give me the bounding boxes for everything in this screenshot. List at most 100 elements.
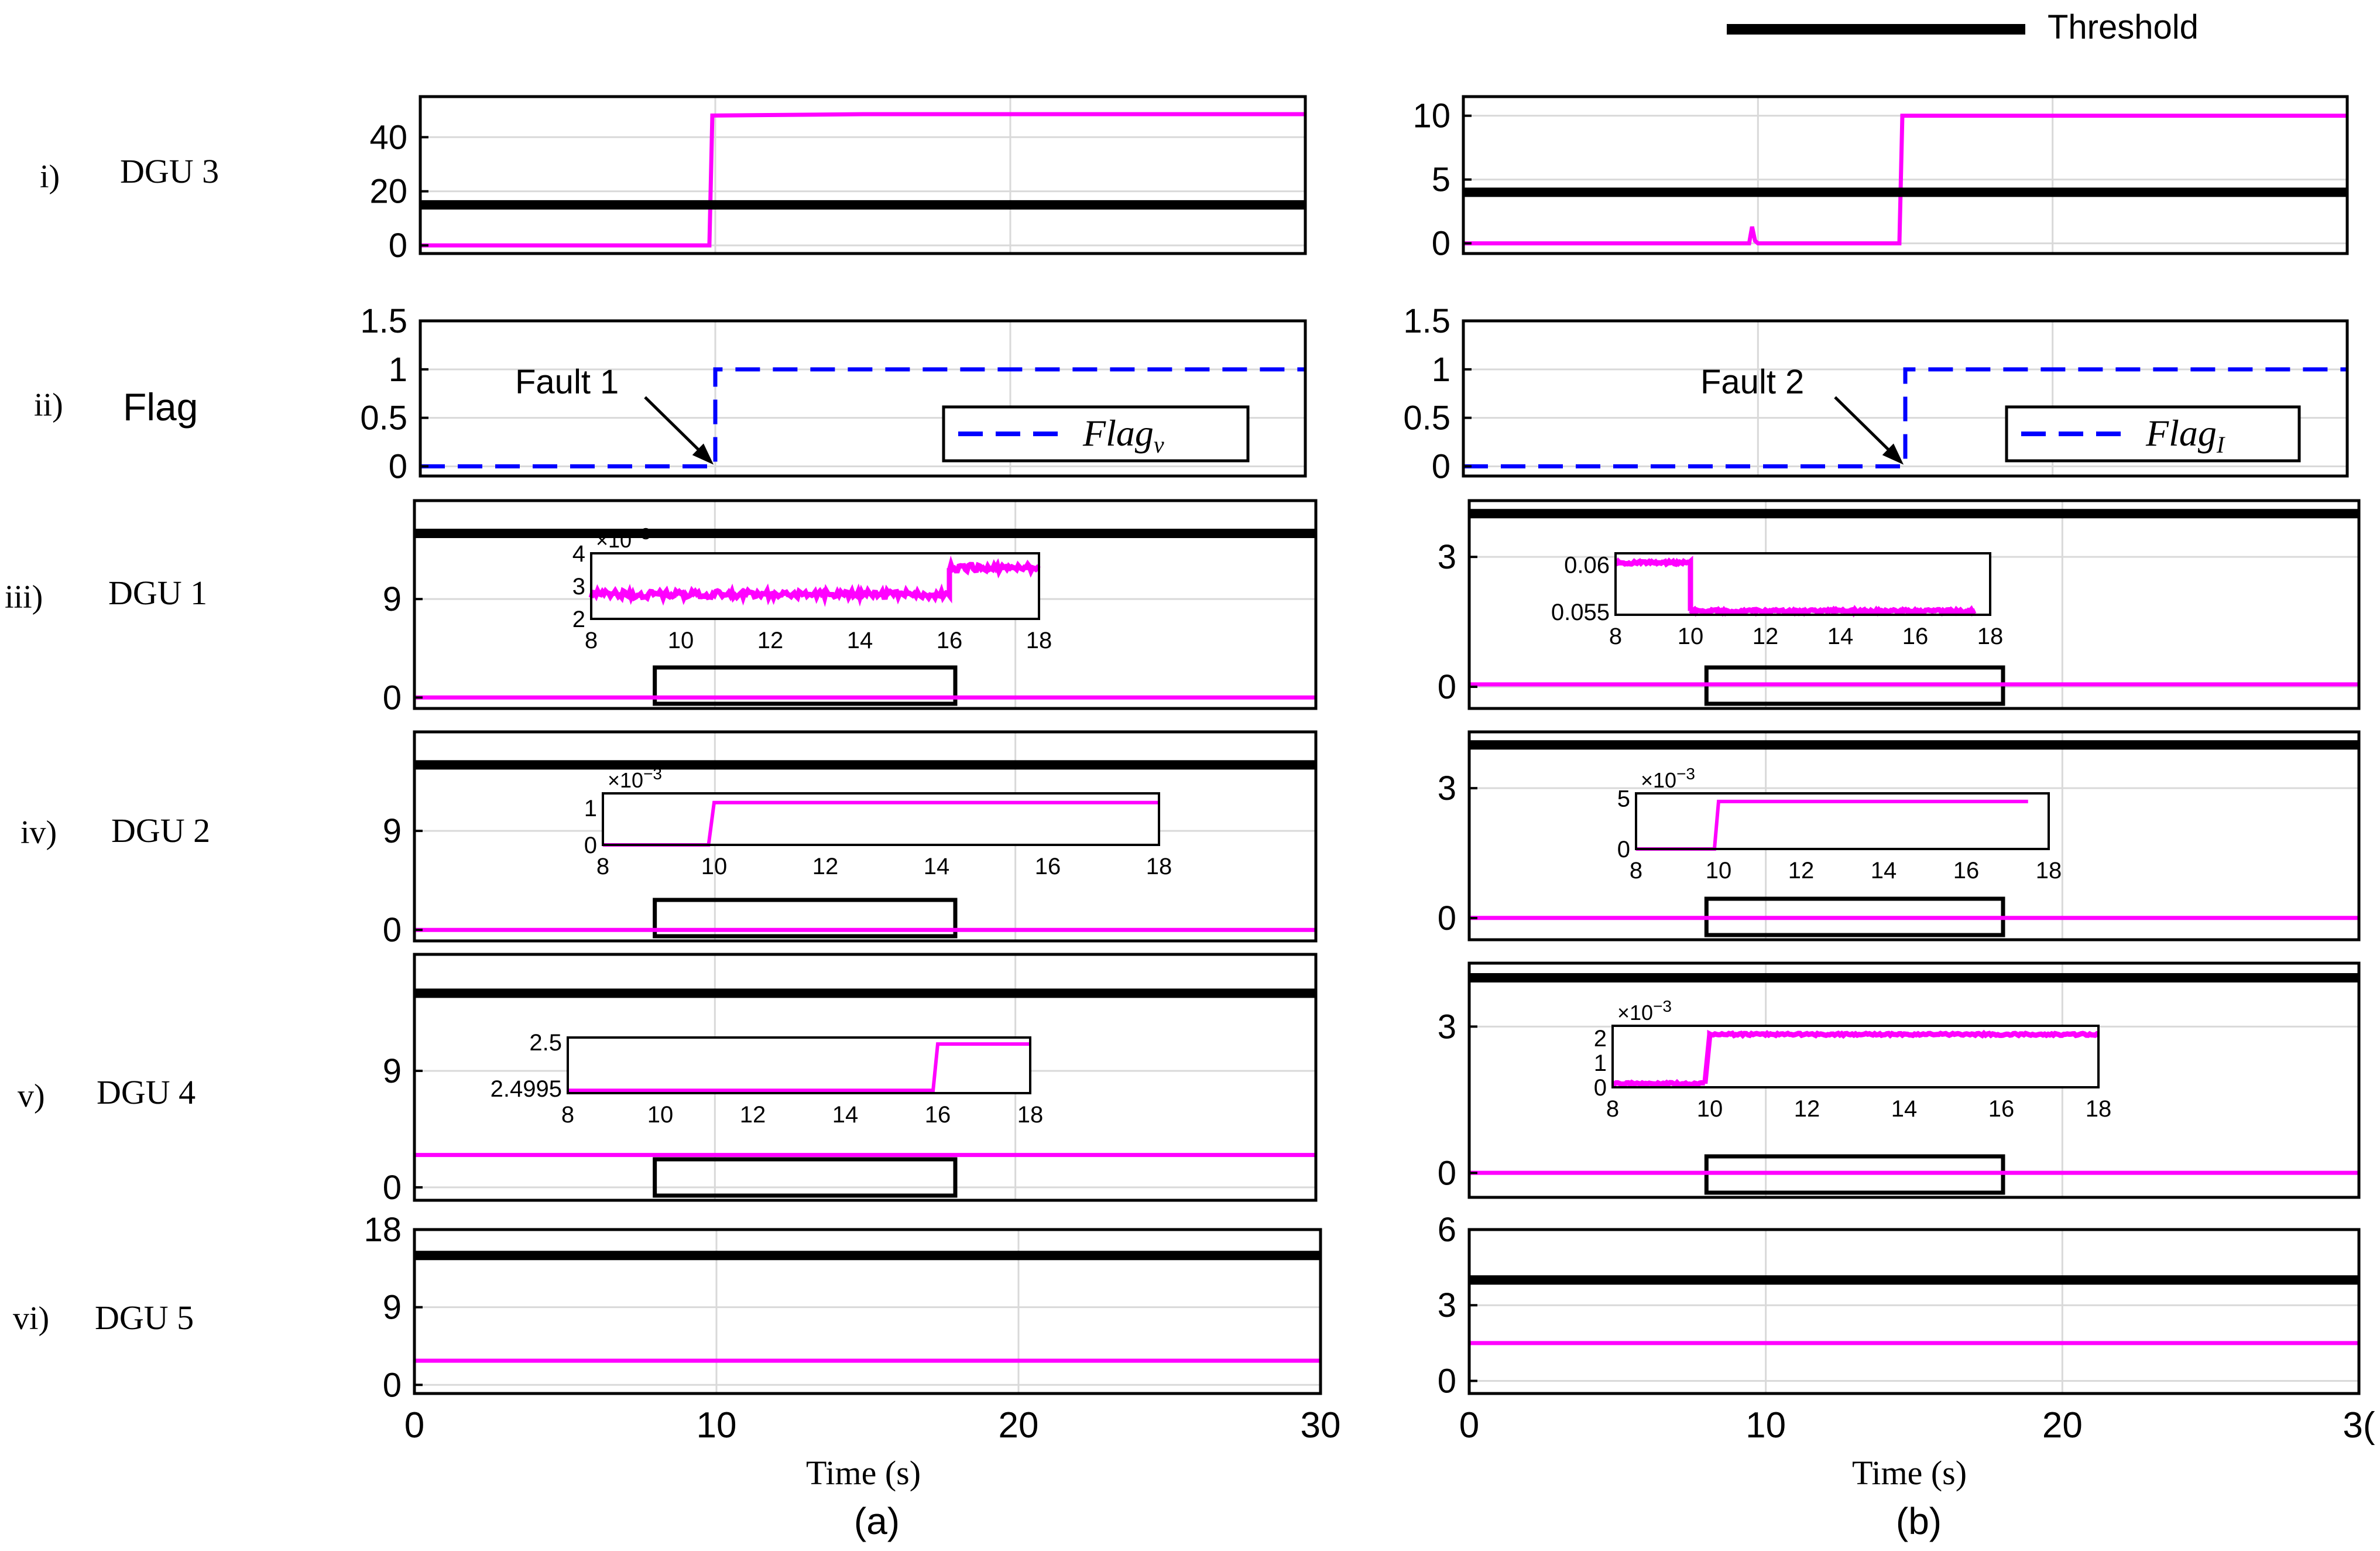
inset-x-tick-label: 12 <box>740 1102 766 1128</box>
axes-frame <box>413 1228 1322 1395</box>
flag-legend-label: Flagv <box>1082 412 1164 458</box>
inset-frame <box>590 552 1040 620</box>
inset-y-tick-label: 2 <box>572 607 585 632</box>
y-tick-label: 3 <box>1438 1008 1456 1046</box>
inset-y-tick-label: 0.06 <box>1564 552 1610 578</box>
x-tick-label: 3( <box>2343 1405 2375 1446</box>
x-tick-label: 10 <box>697 1405 737 1446</box>
row-name-2: Flag <box>123 385 198 429</box>
series-signal-line <box>1463 114 2347 246</box>
inset-frame <box>602 792 1160 846</box>
inset-x-tick-label: 8 <box>596 854 609 879</box>
inset-x-tick-label: 12 <box>1753 624 1779 649</box>
row-name-4: DGU 2 <box>111 812 210 850</box>
row-numeral-2: ii) <box>34 387 63 423</box>
inset-x-tick-label: 10 <box>1697 1096 1723 1122</box>
y-tick-label: 3 <box>1438 1286 1456 1324</box>
inset-y-tick-label: 1 <box>584 796 597 821</box>
flag-legend-box <box>2005 405 2301 463</box>
row-name-1: DGU 3 <box>120 152 219 190</box>
inset-x-tick-label: 8 <box>585 628 598 653</box>
inset-y-tick-label: 5 <box>1617 786 1630 812</box>
flag-legend: FlagI <box>2005 405 2301 463</box>
inset-signal-line <box>1614 556 1977 618</box>
inset-x-tick-label: 16 <box>1902 624 1929 649</box>
inset-x-tick-label: 10 <box>1678 624 1704 649</box>
inset-x-tick-label: 18 <box>1977 624 2004 649</box>
inset-y-tick-label: 2.4995 <box>491 1076 562 1102</box>
inset-exponent-power: −3 <box>632 525 650 543</box>
inset-exponent: ×10−3 <box>1617 997 1672 1025</box>
fault-arrow-line <box>644 396 708 460</box>
inset-x-tick-label: 16 <box>937 628 963 653</box>
y-tick-label: 6 <box>1438 1211 1456 1249</box>
row-numeral-6: vi) <box>13 1300 49 1337</box>
axes-frame <box>413 953 1318 1202</box>
inset-exponent-power: −3 <box>1676 765 1695 783</box>
row-name-3: DGU 1 <box>108 574 207 612</box>
inset-exponent-power: −3 <box>1653 997 1672 1015</box>
y-tick-label: 0 <box>383 1366 402 1404</box>
y-tick-label: 10 <box>1412 97 1450 135</box>
y-tick-label: 0 <box>1438 1154 1456 1192</box>
flag-legend-subscript: v <box>1154 432 1164 458</box>
fault-arrow-head <box>692 443 714 465</box>
axes-frame <box>1467 961 2361 1199</box>
inset-exponent-power: −3 <box>643 765 662 783</box>
inset-x-tick-label: 12 <box>1794 1096 1820 1122</box>
inset-frame <box>1614 552 1991 616</box>
inset-y-tick-label: 0 <box>1617 837 1630 862</box>
x-axis-label-b: Time (s) <box>1852 1454 1967 1492</box>
caption-b: (b) <box>1896 1500 1942 1542</box>
inset-x-tick-label: 16 <box>1953 858 1980 884</box>
inset-x-tick-label: 18 <box>1017 1102 1044 1128</box>
row-labels: i) DGU 3 ii) Flag iii) DGU 1 iv) DGU 2 v… <box>5 152 219 1337</box>
axes-frame <box>413 730 1318 943</box>
y-tick-label: 0 <box>383 679 402 717</box>
axes-frame <box>1467 1228 2361 1395</box>
x-axis-label-a: Time (s) <box>806 1454 921 1492</box>
inset-x-tick-label: 8 <box>1609 624 1622 649</box>
zoom-box <box>653 1157 958 1198</box>
y-tick-label: 0 <box>1432 225 1450 263</box>
row-numeral-4: iv) <box>20 814 57 851</box>
inset-y-tick-label: 4 <box>572 541 585 567</box>
axes-frame <box>419 319 1307 478</box>
y-tick-label: 0 <box>383 911 402 949</box>
fault-annotation: Fault 1 <box>515 363 619 401</box>
zoom-box <box>653 898 958 939</box>
inset-x-tick-label: 16 <box>1988 1096 2015 1122</box>
y-tick-label: 40 <box>369 118 407 156</box>
series-flag-line <box>1463 367 2347 468</box>
axes-frame <box>419 95 1307 255</box>
inset-exponent: ×10−3 <box>608 765 662 792</box>
row-numeral-5: v) <box>18 1078 45 1114</box>
fault-annotation: Fault 2 <box>1700 363 1804 401</box>
flag-legend-subscript: I <box>2216 432 2225 458</box>
x-tick-label: 20 <box>999 1405 1039 1446</box>
inset-y-tick-label: 3 <box>572 574 585 600</box>
x-tick-label: 0 <box>404 1405 424 1446</box>
inset-y-tick-label: 0 <box>584 833 597 858</box>
flag-legend-box <box>942 405 1250 463</box>
y-tick-label: 0 <box>1438 1362 1456 1400</box>
y-tick-label: 18 <box>363 1211 402 1249</box>
y-tick-label: 0 <box>1432 447 1450 485</box>
x-tick-label: 30 <box>1301 1405 1341 1446</box>
y-tick-label: 1 <box>389 351 407 389</box>
y-tick-label: 20 <box>369 173 407 211</box>
inset-x-tick-label: 14 <box>924 854 950 879</box>
inset-x-tick-label: 12 <box>1788 858 1815 884</box>
inset-x-tick-label: 14 <box>1827 624 1854 649</box>
inset-x-tick-label: 8 <box>561 1102 574 1128</box>
inset-background <box>568 1038 1030 1093</box>
y-tick-label: 0 <box>1438 899 1456 937</box>
inset-x-tick-label: 10 <box>647 1102 674 1128</box>
inset-y-tick-label: 2 <box>1594 1026 1607 1052</box>
